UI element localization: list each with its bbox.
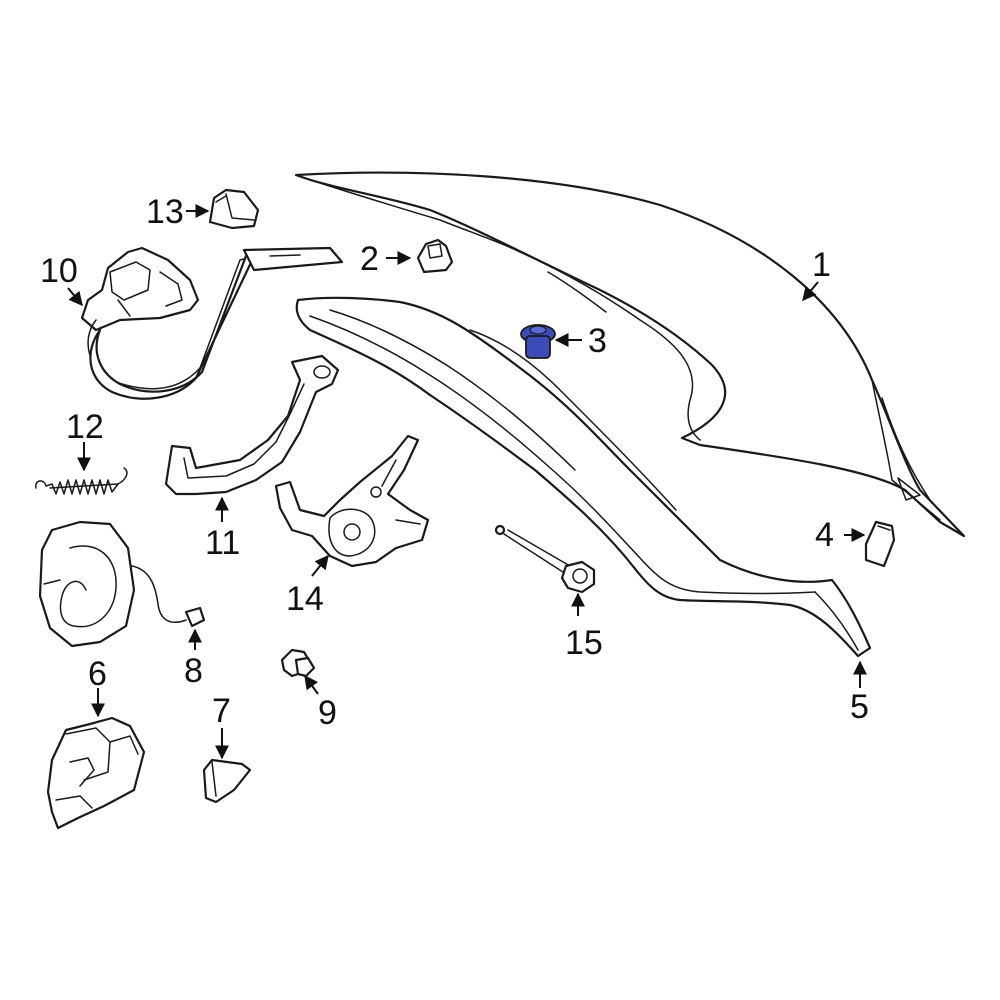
callout-12[interactable]: 12 <box>66 408 104 446</box>
callout-6[interactable]: 6 <box>88 655 107 693</box>
callout-10[interactable]: 10 <box>40 252 78 290</box>
callout-labels: 1 2 3 4 5 6 7 8 9 10 11 12 13 14 15 <box>40 193 869 732</box>
bracket-part-13[interactable] <box>208 188 260 230</box>
callout-1[interactable]: 1 <box>812 246 831 284</box>
leader-lines <box>67 204 867 760</box>
hinge-arm-part-11[interactable] <box>164 354 340 496</box>
actuator-part-6[interactable] <box>46 716 146 830</box>
bumper-stop-part-4[interactable] <box>864 520 896 568</box>
strut-part-15[interactable] <box>494 524 596 594</box>
callout-4[interactable]: 4 <box>815 516 834 554</box>
motor-cable-part-8[interactable] <box>38 520 206 648</box>
fastener-part-9[interactable] <box>280 648 316 678</box>
lid-inner-panel-part[interactable] <box>295 296 872 658</box>
callout-11[interactable]: 11 <box>205 524 240 562</box>
clip-part-2[interactable] <box>416 238 454 274</box>
bumper-grommet-part-3[interactable] <box>520 324 556 359</box>
callout-9[interactable]: 9 <box>318 694 337 732</box>
spring-part-12[interactable] <box>35 467 128 495</box>
hinge-assembly-part-14[interactable] <box>274 434 430 568</box>
callout-2[interactable]: 2 <box>360 240 379 278</box>
callout-5[interactable]: 5 <box>850 688 869 726</box>
callout-8[interactable]: 8 <box>184 652 203 690</box>
highlighted-part-body <box>525 335 551 359</box>
callout-15[interactable]: 15 <box>565 624 603 662</box>
callout-7[interactable]: 7 <box>212 692 231 730</box>
trunk-lid-part[interactable] <box>294 171 966 538</box>
callout-3[interactable]: 3 <box>588 322 607 360</box>
callout-14[interactable]: 14 <box>286 580 324 618</box>
latch-assembly-part-10[interactable] <box>80 246 344 400</box>
cover-clip-part-7[interactable] <box>202 758 252 804</box>
callout-13[interactable]: 13 <box>146 193 184 231</box>
